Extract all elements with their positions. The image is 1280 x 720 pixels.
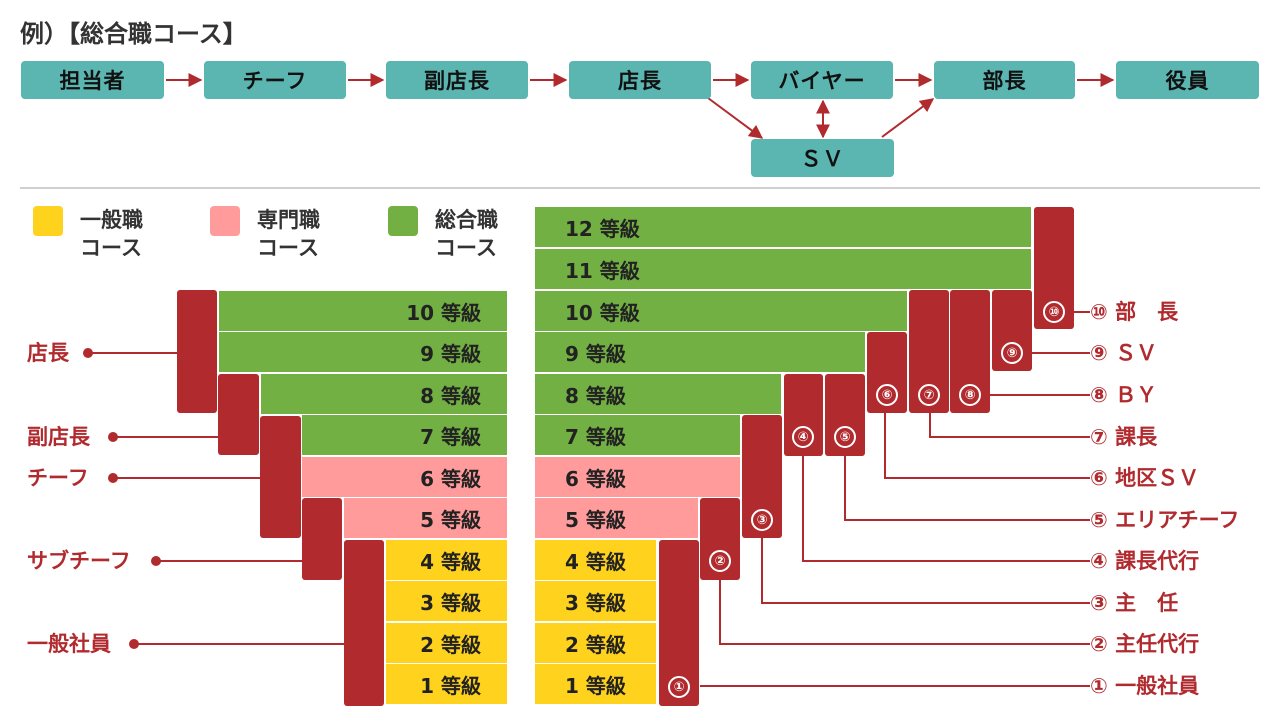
left-position-label-subchief: サブチーフ — [27, 549, 131, 573]
left-position-label-chief: チーフ — [27, 466, 89, 490]
legend-swatch-career — [388, 206, 418, 236]
right-grade-8: 8 等級 — [535, 374, 781, 414]
flow-step-tantousha: 担当者 — [21, 61, 164, 99]
right-position-label-10: ⑩ 部 長 — [1090, 300, 1179, 324]
left-position-bar-chief — [260, 416, 301, 538]
badge-8: ⑧ — [959, 384, 981, 406]
flow-step-buyer: バイヤー — [751, 61, 893, 99]
right-grade-11: 11 等級 — [535, 249, 1031, 289]
divider — [20, 187, 1260, 189]
badge-1: ① — [668, 676, 690, 698]
right-position-label-5: ⑤ エリアチーフ — [1090, 508, 1240, 532]
legend-swatch-specialist — [210, 206, 240, 236]
left-position-label-tencho: 店長 — [27, 341, 69, 365]
right-position-label-4: ④ 課長代行 — [1090, 549, 1200, 573]
left-grade-6: 6 等級 — [302, 457, 507, 497]
left-grade-4: 4 等級 — [386, 540, 507, 580]
left-grade-10: 10 等級 — [219, 291, 507, 331]
flow-step-tencho: 店長 — [569, 61, 711, 99]
right-position-label-1: ① 一般社員 — [1090, 674, 1200, 698]
left-grade-2: 2 等級 — [386, 623, 507, 663]
right-grade-3: 3 等級 — [535, 581, 656, 621]
legend-career: 総合職 コース — [435, 208, 498, 260]
badge-7: ⑦ — [918, 384, 940, 406]
right-position-label-2: ② 主任代行 — [1090, 632, 1200, 656]
right-position-label-7: ⑦ 課長 — [1090, 425, 1158, 449]
right-grade-6: 6 等級 — [535, 457, 740, 497]
left-position-label-ippan: 一般社員 — [27, 632, 111, 656]
badge-2: ② — [709, 550, 731, 572]
left-grade-1: 1 等級 — [386, 664, 507, 704]
left-grade-3: 3 等級 — [386, 581, 507, 621]
badge-10: ⑩ — [1043, 301, 1065, 323]
left-position-label-fukutencho: 副店長 — [27, 425, 90, 449]
badge-3: ③ — [751, 509, 773, 531]
flow-step-chief: チーフ — [204, 61, 346, 99]
right-grade-9: 9 等級 — [535, 332, 865, 372]
right-position-label-8: ⑧ ＢＹ — [1090, 383, 1158, 407]
right-position-label-6: ⑥ 地区ＳＶ — [1090, 466, 1200, 490]
right-grade-4: 4 等級 — [535, 540, 656, 580]
flow-arrow — [881, 98, 935, 138]
right-grade-12: 12 等級 — [535, 207, 1031, 247]
flow-step-yakuin: 役員 — [1116, 61, 1259, 99]
legend-specialist: 専門職 コース — [257, 208, 320, 260]
badge-9: ⑨ — [1001, 342, 1023, 364]
badge-6: ⑥ — [876, 384, 898, 406]
right-grade-1: 1 等級 — [535, 664, 656, 704]
legend-swatch-general — [33, 206, 63, 236]
right-position-label-9: ⑨ ＳＶ — [1090, 341, 1158, 365]
left-grade-7: 7 等級 — [302, 415, 507, 455]
left-position-bar-subchief — [302, 498, 342, 580]
left-grade-8: 8 等級 — [261, 374, 507, 414]
left-grade-5: 5 等級 — [344, 498, 507, 538]
badge-5: ⑤ — [834, 426, 856, 448]
left-position-bar-tencho — [177, 290, 217, 413]
flow-step-fukutencho: 副店長 — [386, 61, 528, 99]
right-grade-2: 2 等級 — [535, 623, 656, 663]
left-grade-9: 9 等級 — [219, 332, 507, 372]
flow-step-sv: ＳＶ — [751, 139, 894, 177]
right-grade-10: 10 等級 — [535, 291, 907, 331]
right-grade-7: 7 等級 — [535, 415, 740, 455]
right-grade-5: 5 等級 — [535, 498, 698, 538]
flow-step-bucho: 部長 — [934, 61, 1075, 99]
legend-general: 一般職 コース — [80, 208, 143, 260]
flow-arrow — [707, 97, 764, 139]
badge-4: ④ — [792, 426, 814, 448]
left-position-bar-ippan — [344, 540, 384, 706]
left-position-bar-fukutencho — [218, 374, 259, 455]
page-title: 例）【総合職コース】 — [20, 20, 247, 48]
right-position-label-3: ③ 主 任 — [1090, 591, 1179, 615]
